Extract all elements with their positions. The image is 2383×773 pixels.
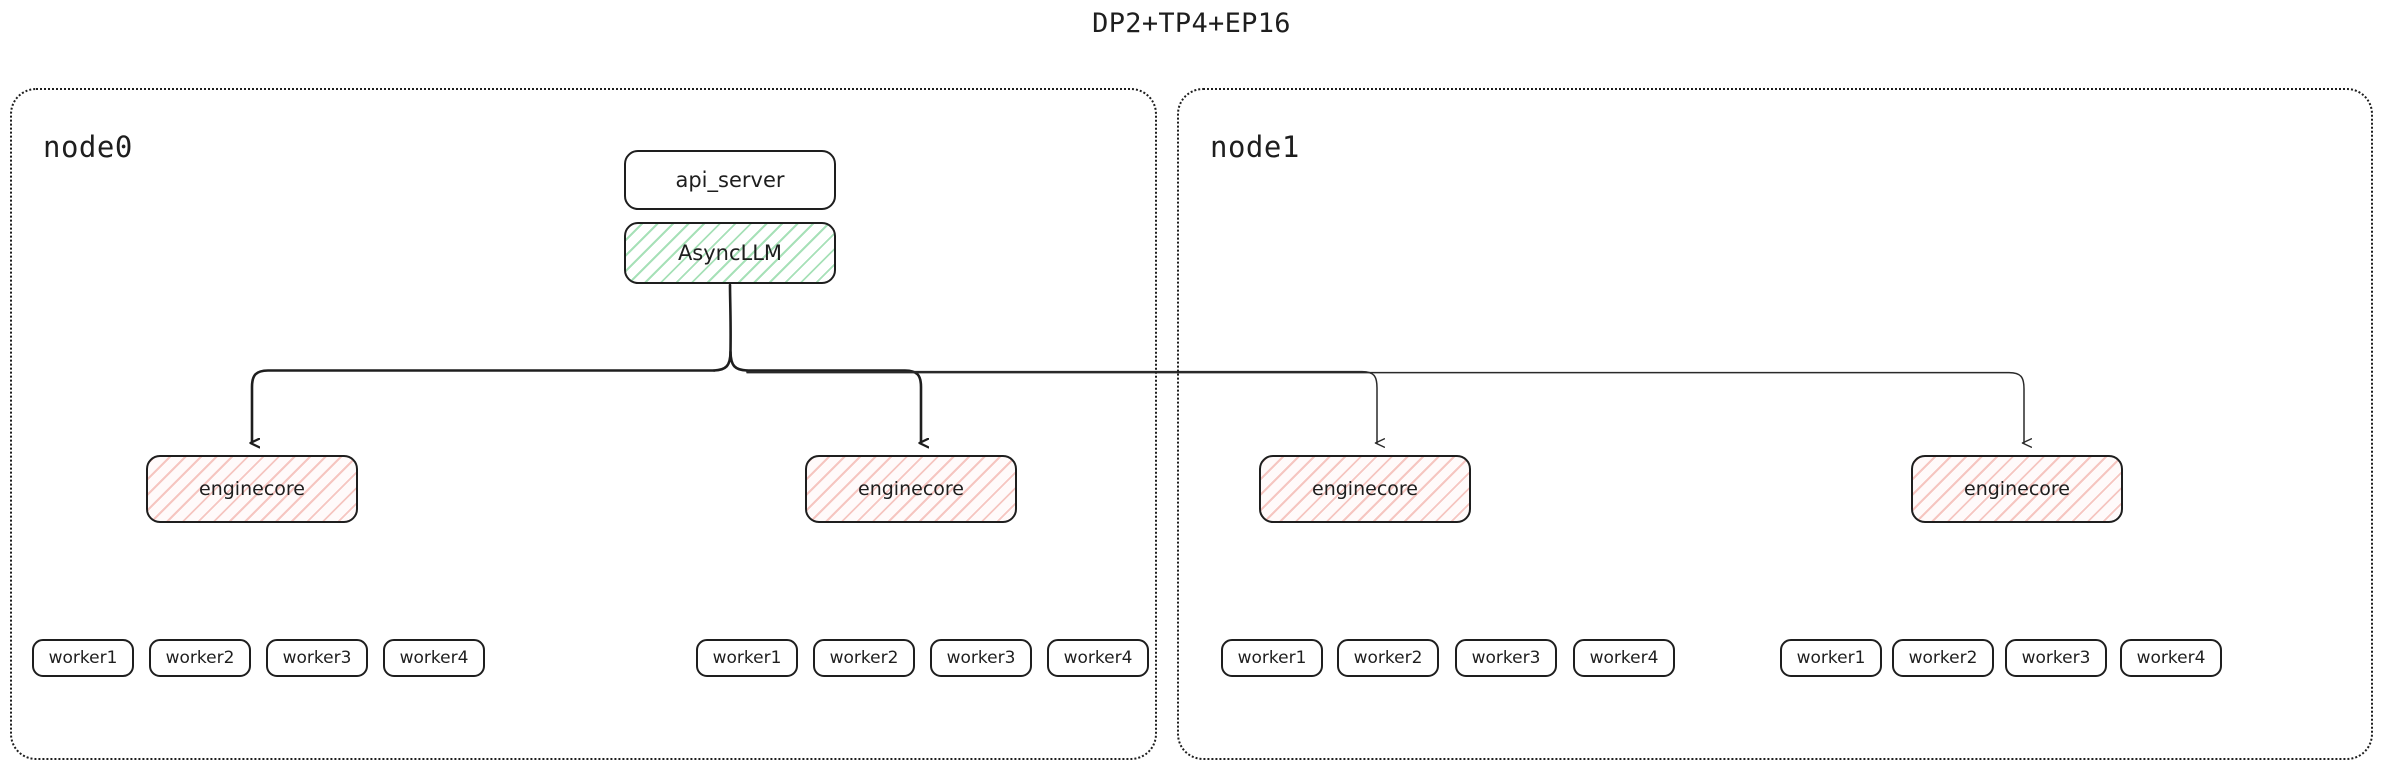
box-worker[interactable]: worker3 (1455, 639, 1557, 677)
box-worker-label: worker2 (1908, 648, 1978, 668)
box-worker-label: worker3 (2021, 648, 2091, 668)
box-api-server[interactable]: api_server (624, 150, 836, 210)
box-worker-label: worker3 (282, 648, 352, 668)
box-enginecore[interactable]: enginecore (146, 455, 358, 523)
box-worker-label: worker4 (2136, 648, 2206, 668)
box-worker[interactable]: worker3 (2005, 639, 2107, 677)
node-container-node1 (1177, 88, 2373, 760)
node-label-node0: node0 (43, 130, 133, 164)
box-worker[interactable]: worker2 (149, 639, 251, 677)
box-enginecore-label: enginecore (858, 478, 964, 500)
box-enginecore[interactable]: enginecore (1259, 455, 1471, 523)
node-label-node1: node1 (1210, 130, 1300, 164)
box-enginecore-label: enginecore (1964, 478, 2070, 500)
box-enginecore-label: enginecore (199, 478, 305, 500)
box-worker-label: worker3 (1471, 648, 1541, 668)
box-worker-label: worker1 (1796, 648, 1866, 668)
box-worker-label: worker4 (399, 648, 469, 668)
box-worker[interactable]: worker3 (266, 639, 368, 677)
box-api-server-label: api_server (675, 168, 785, 192)
box-worker[interactable]: worker1 (32, 639, 134, 677)
node-container-node0 (10, 88, 1157, 760)
box-worker[interactable]: worker4 (2120, 639, 2222, 677)
box-worker-label: worker4 (1589, 648, 1659, 668)
box-enginecore-label: enginecore (1312, 478, 1418, 500)
box-worker-label: worker2 (829, 648, 899, 668)
box-worker[interactable]: worker4 (1047, 639, 1149, 677)
box-asyncllm[interactable]: AsyncLLM (624, 222, 836, 284)
box-worker-label: worker2 (165, 648, 235, 668)
box-worker[interactable]: worker2 (813, 639, 915, 677)
box-worker[interactable]: worker1 (1780, 639, 1882, 677)
box-enginecore[interactable]: enginecore (805, 455, 1017, 523)
diagram-title: DP2+TP4+EP16 (1092, 8, 1291, 39)
box-worker-label: worker1 (1237, 648, 1307, 668)
box-worker[interactable]: worker1 (1221, 639, 1323, 677)
box-worker[interactable]: worker4 (383, 639, 485, 677)
box-worker-label: worker1 (48, 648, 118, 668)
box-worker-label: worker4 (1063, 648, 1133, 668)
box-asyncllm-label: AsyncLLM (677, 241, 783, 265)
box-worker[interactable]: worker2 (1892, 639, 1994, 677)
box-worker-label: worker1 (712, 648, 782, 668)
box-enginecore[interactable]: enginecore (1911, 455, 2123, 523)
box-worker[interactable]: worker3 (930, 639, 1032, 677)
box-worker[interactable]: worker1 (696, 639, 798, 677)
box-worker[interactable]: worker2 (1337, 639, 1439, 677)
box-worker-label: worker3 (946, 648, 1016, 668)
box-worker[interactable]: worker4 (1573, 639, 1675, 677)
box-worker-label: worker2 (1353, 648, 1423, 668)
